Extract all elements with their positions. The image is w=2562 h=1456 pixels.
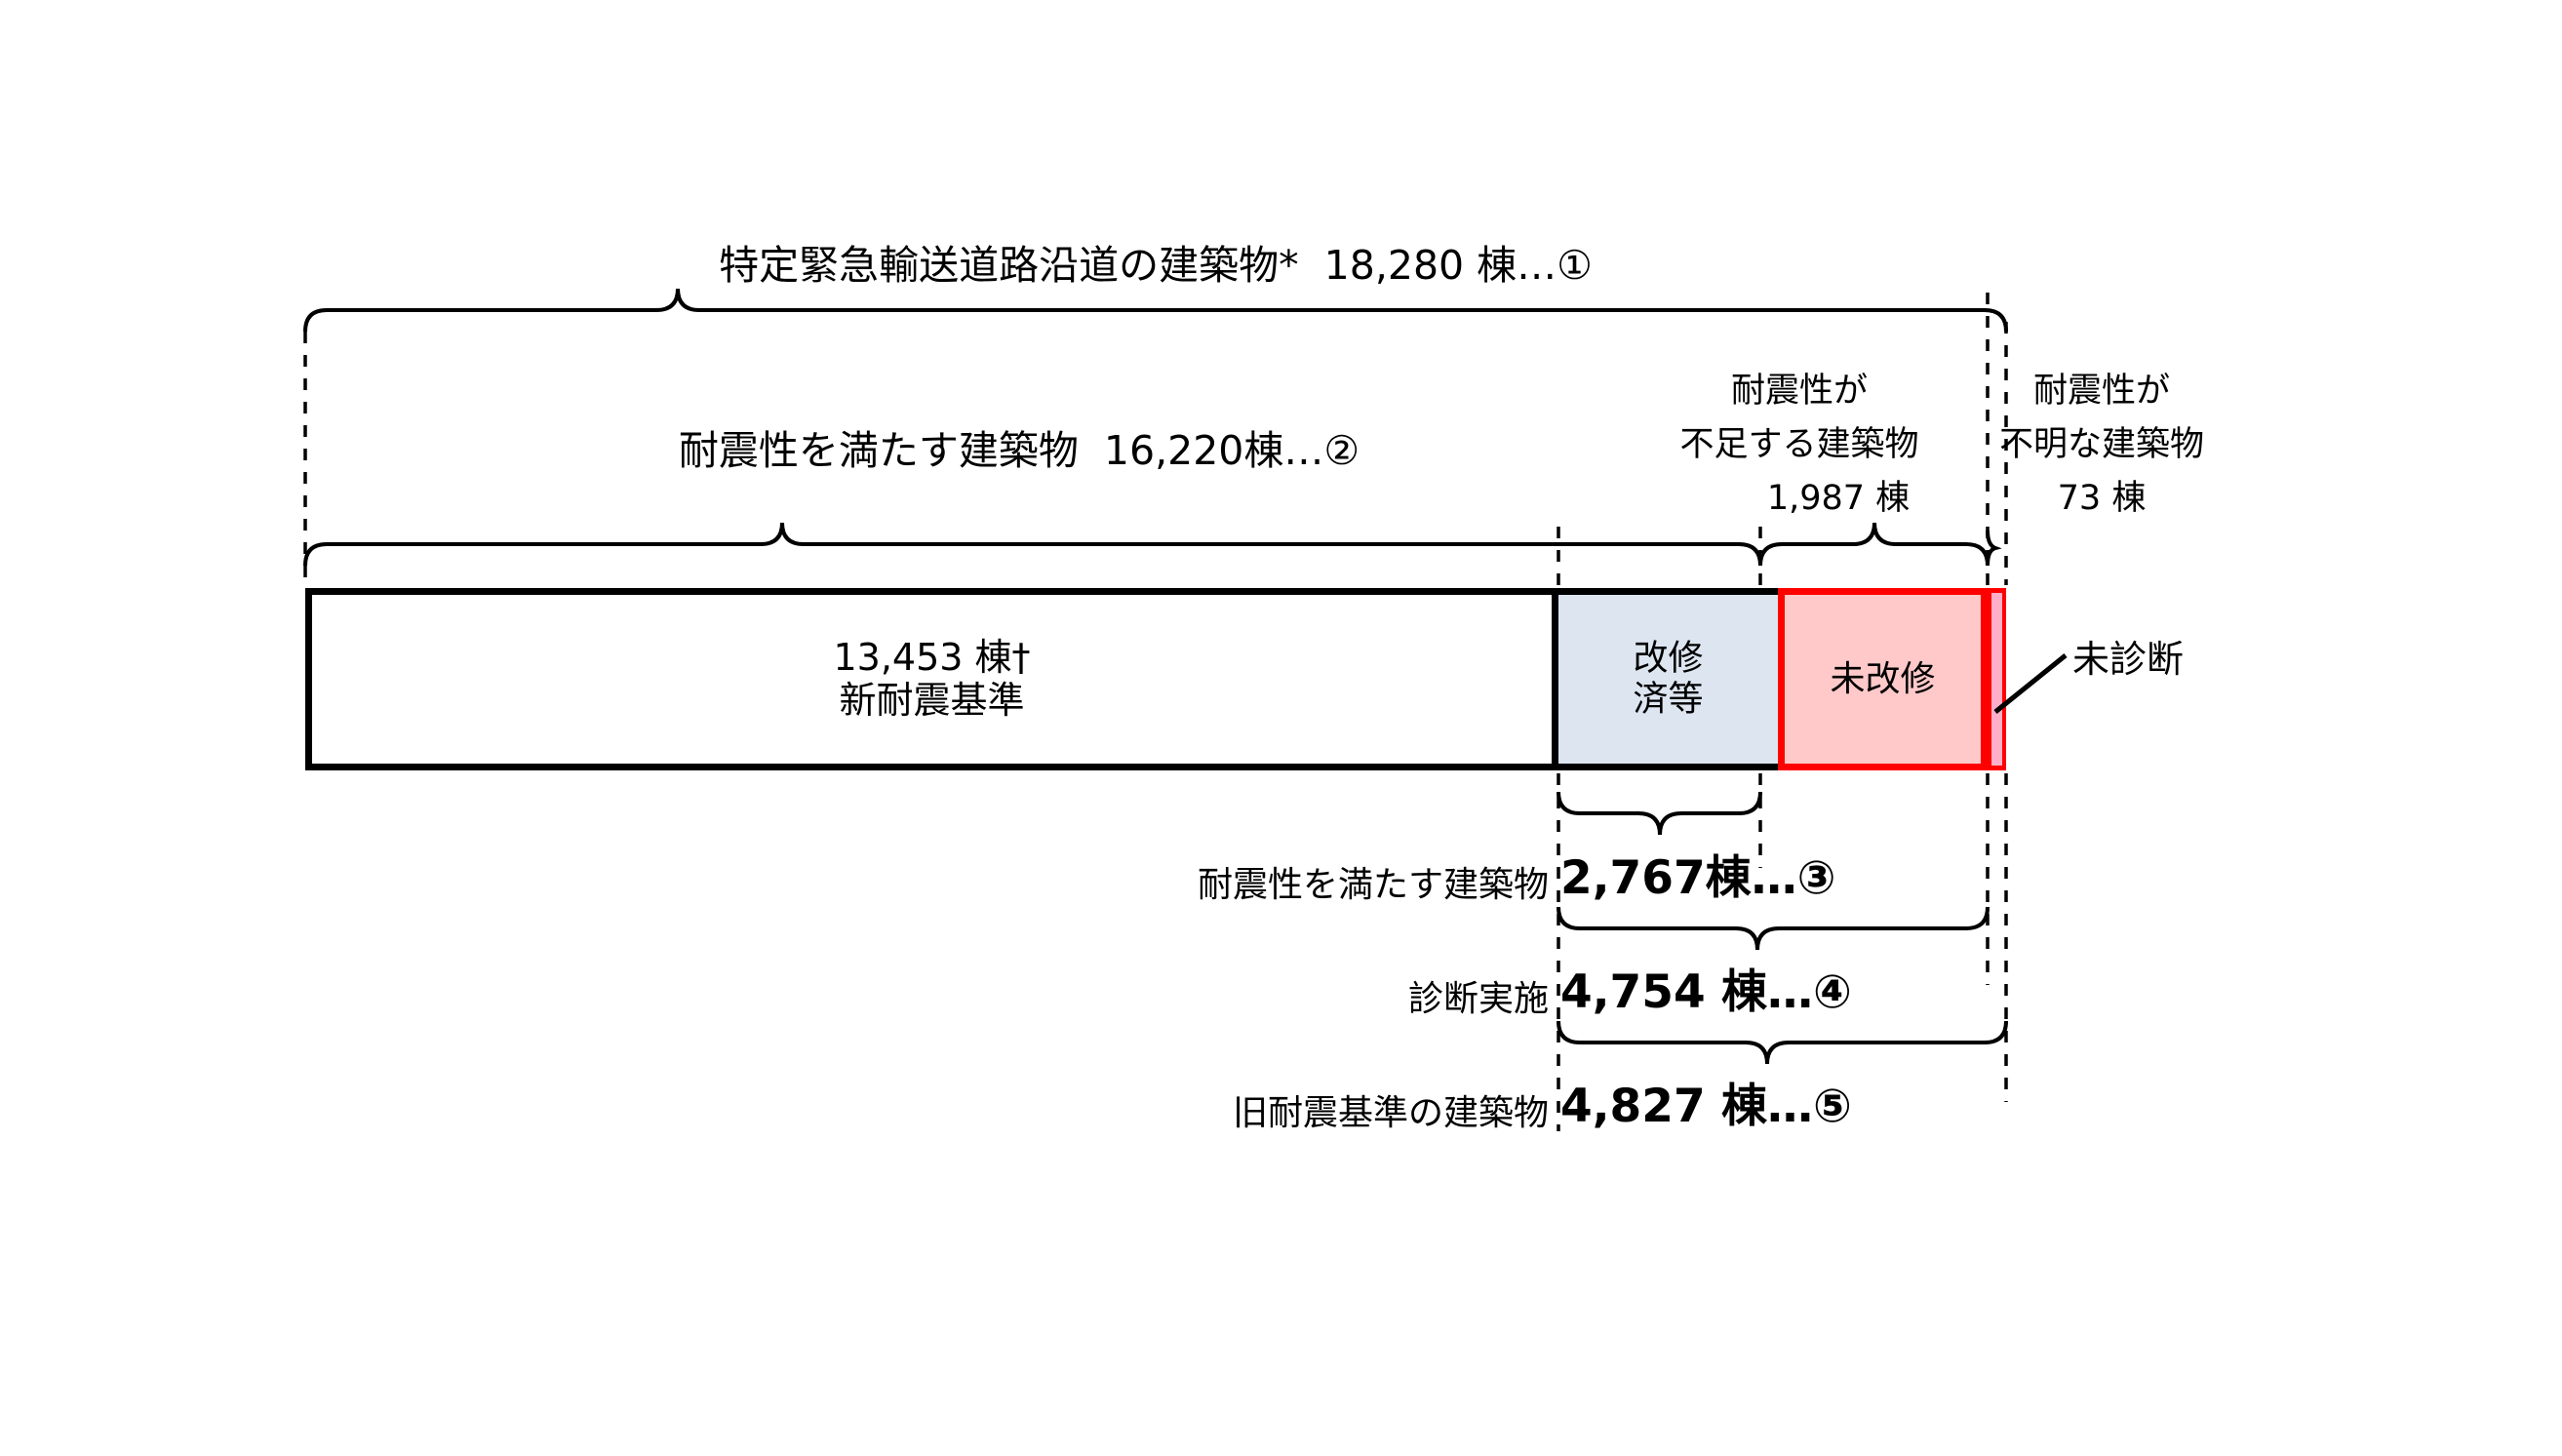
repaired-label-line1: 改修 (1633, 638, 1704, 679)
new-standard-count: 13,453 棟† (833, 635, 1031, 679)
bar-segment-new-standard[interactable]: 13,453 棟† 新耐震基準 (305, 588, 1558, 770)
bar-segment-unrepaired[interactable]: 未改修 (1778, 588, 1988, 770)
new-standard-name: 新耐震基準 (839, 679, 1025, 723)
stacked-bar: 13,453 棟† 新耐震基準 改修 済等 未改修 (305, 588, 2006, 770)
insufficient-line2: 不足する建築物 (1679, 425, 1919, 464)
repaired-label-line2: 済等 (1633, 679, 1704, 720)
unknown-count: 73 棟 (2057, 479, 2147, 518)
bottom-row-4-value: 4,754 棟…④ (1560, 965, 1852, 1019)
bottom-row-3-value: 2,767棟…③ (1560, 851, 1836, 905)
brace-insufficient (1758, 522, 1990, 567)
brace-total (303, 288, 2008, 333)
bottom-row-4-label: 診断実施 (1407, 979, 1549, 1019)
bottom-row-5-value: 4,827 棟…⑤ (1560, 1080, 1852, 1133)
bottom-row-3-label: 耐震性を満たす建築物 (1197, 865, 1549, 905)
bar-segment-undiagnosed[interactable] (1988, 588, 2006, 770)
brace-row4 (1557, 906, 1990, 951)
undiagnosed-callout-label: 未診断 (2072, 638, 2185, 681)
unrepaired-label: 未改修 (1830, 658, 1936, 699)
unknown-line2: 不明な建築物 (1998, 425, 2205, 464)
insufficient-line1: 耐震性が (1730, 372, 1869, 411)
brace-unknown (1986, 530, 2002, 567)
insufficient-count: 1,987 棟 (1766, 479, 1911, 518)
bottom-row-5-label: 旧耐震基準の建築物 (1232, 1093, 1549, 1133)
brace-row5 (1557, 1020, 2008, 1065)
brace-seismic-compliant (303, 522, 1762, 567)
seismic-compliant-label: 耐震性を満たす建築物 16,220棟…② (678, 427, 1360, 474)
total-label: 特定緊急輸送道路沿道の建築物* 18,280 棟…① (719, 242, 1593, 289)
bar-segment-repaired[interactable]: 改修 済等 (1558, 588, 1778, 770)
brace-row3 (1557, 791, 1762, 836)
unknown-line1: 耐震性が (2032, 372, 2171, 411)
